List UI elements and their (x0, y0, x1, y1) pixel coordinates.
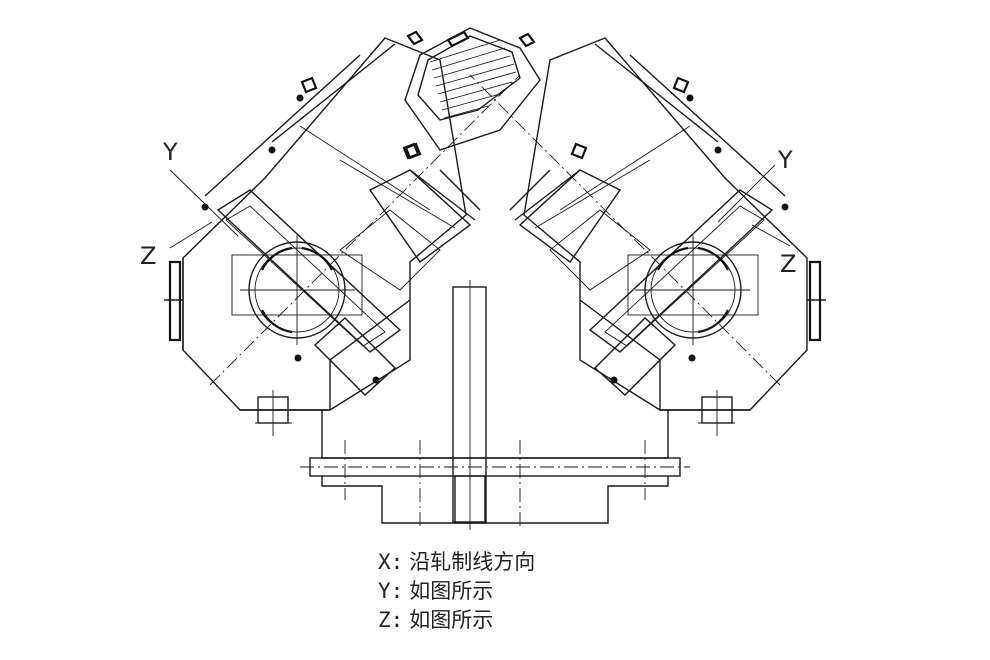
axis-legend: X:沿轧制线方向 Y:如图所示 Z:如图所示 (378, 548, 535, 635)
axis-y-right: Y (717, 146, 793, 223)
left-roll (231, 235, 363, 345)
left-housing (164, 30, 472, 436)
axis-z-right: Z (751, 224, 796, 278)
y-axis-label-right: Y (777, 146, 793, 174)
legend-text: 如图所示 (409, 579, 494, 603)
z-axis-label-left: Z (140, 242, 156, 270)
legend-key: Z: (378, 608, 404, 632)
legend-row-x: X:沿轧制线方向 (378, 548, 535, 577)
legend-text: 沿轧制线方向 (409, 550, 536, 574)
legend-row-y: Y:如图所示 (378, 577, 535, 606)
legend-key: Y: (378, 579, 404, 603)
axis-z-left: Z (140, 221, 213, 270)
legend-key: X: (378, 550, 404, 574)
legend-text: 如图所示 (409, 608, 494, 632)
top-gear-assembly (209, 27, 781, 386)
right-housing (518, 37, 826, 436)
z-axis-label-right: Z (780, 250, 796, 278)
axis-y-left: Y (162, 138, 239, 237)
legend-row-z: Z:如图所示 (378, 606, 535, 635)
y-axis-label-left: Y (162, 138, 178, 166)
base-frame (300, 280, 690, 530)
